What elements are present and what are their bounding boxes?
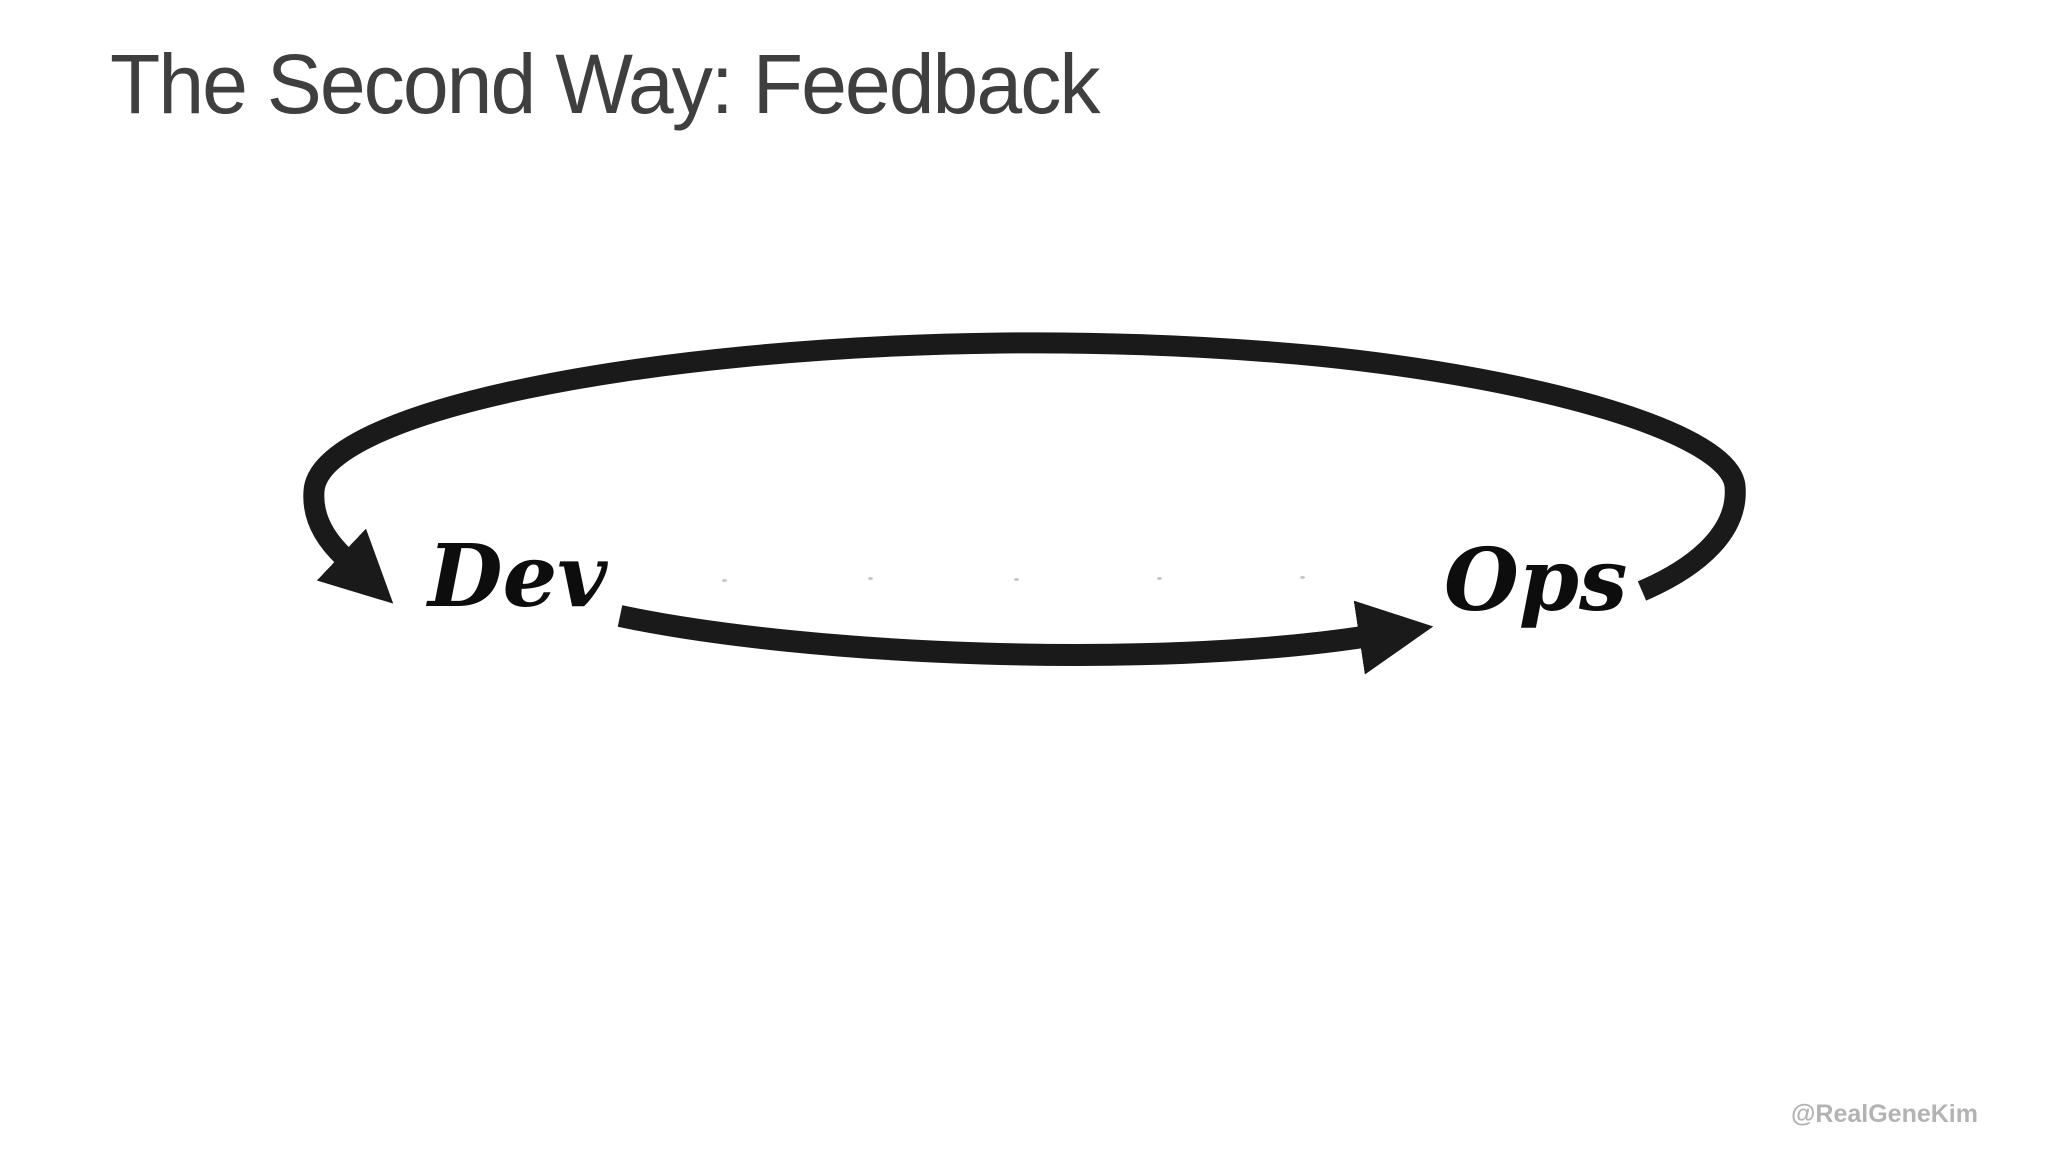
- faint-dot: [1014, 578, 1019, 581]
- dev-to-ops-arrow: [617, 600, 1434, 675]
- watermark: @RealGeneKim: [1791, 1100, 1978, 1128]
- faint-dot: [1300, 576, 1305, 579]
- faint-dot: [1157, 577, 1162, 580]
- faint-dot: [868, 577, 873, 580]
- ops-to-dev-feedback-arc: [303, 332, 1746, 604]
- node-label-ops: Ops: [1444, 530, 1628, 631]
- faint-dot: [722, 579, 727, 582]
- slide-title: The Second Way: Feedback: [110, 37, 1101, 131]
- node-label-dev: Dev: [428, 526, 608, 627]
